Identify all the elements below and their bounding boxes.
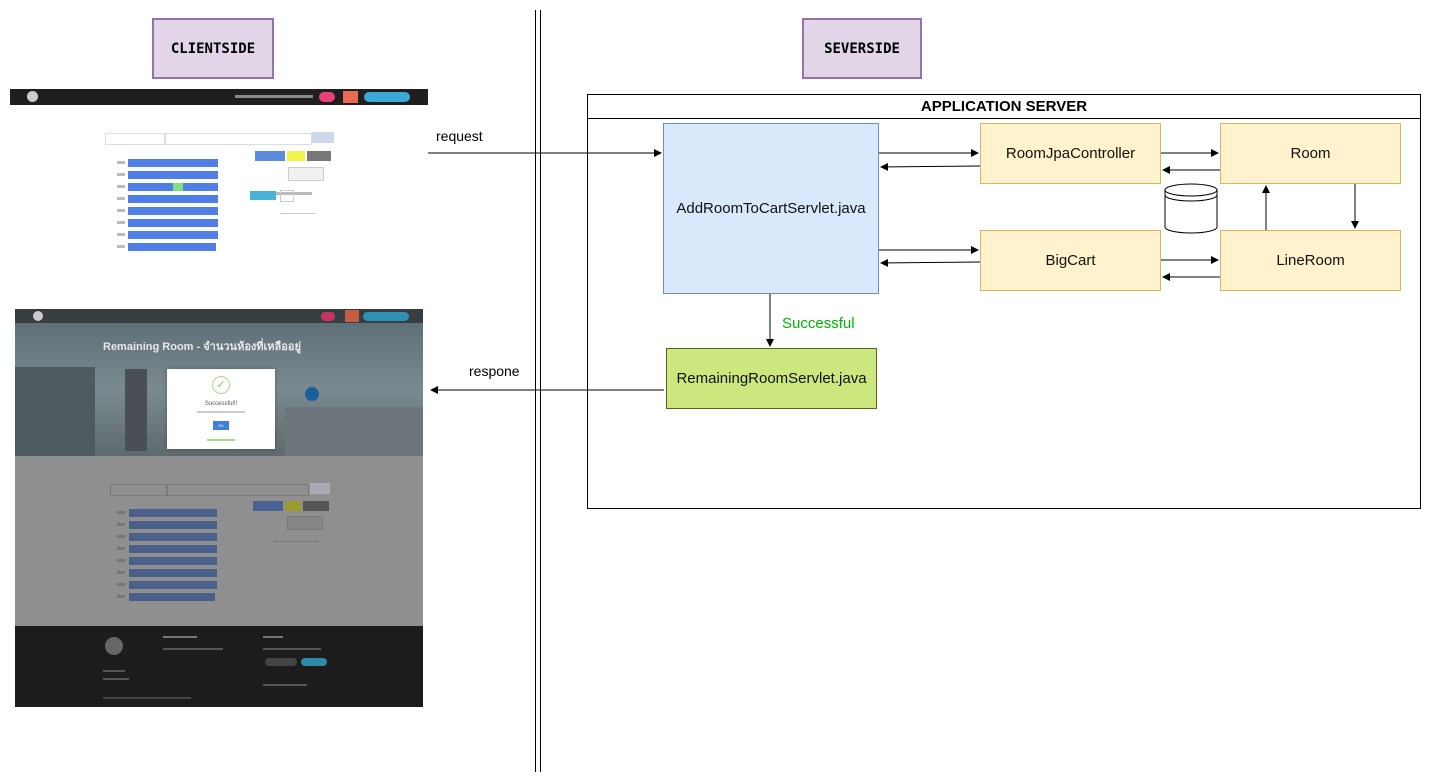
database-icon: [1164, 183, 1218, 234]
serverside-tag: SEVERSIDE: [802, 18, 922, 79]
room-jpa-controller-node: RoomJpaController: [980, 123, 1161, 184]
application-server-container: APPLICATION SERVER: [587, 94, 1421, 509]
client-screenshot-response: Remaining Room - จำนวนห้องที่เหลืออยู่ ✓…: [15, 309, 423, 707]
jpa-to-servlet-arrow: [880, 162, 981, 171]
divider-line-right: [540, 10, 541, 772]
successful-label: Successful: [782, 315, 855, 332]
check-icon: ✓: [212, 376, 230, 394]
add-room-to-cart-servlet-label: AddRoomToCartServlet.java: [676, 200, 866, 217]
screenshot-search-field: [165, 133, 312, 145]
success-dialog: ✓ Successful!! OK: [167, 369, 275, 449]
divider-line-left: [535, 10, 536, 772]
response-label: respone: [469, 363, 520, 379]
screenshot-navbar: [10, 89, 428, 105]
dialog-ok-button: OK: [213, 421, 229, 430]
lineroom-node: LineRoom: [1220, 230, 1401, 291]
client-screenshot-request: [10, 89, 428, 261]
application-server-title: APPLICATION SERVER: [588, 95, 1420, 119]
bigcart-node: BigCart: [980, 230, 1161, 291]
hero-title: Remaining Room - จำนวนห้องที่เหลืออยู่: [103, 341, 301, 353]
clientside-tag: CLIENTSIDE: [152, 18, 274, 79]
add-room-to-cart-servlet-node: AddRoomToCartServlet.java: [663, 123, 879, 294]
room-node: Room: [1220, 123, 1401, 184]
serverside-label: SEVERSIDE: [824, 40, 900, 57]
screenshot-room-grid-dim: [117, 509, 217, 601]
remaining-room-servlet-label: RemainingRoomServlet.java: [676, 370, 867, 387]
bigcart-to-servlet-arrow: [880, 258, 981, 267]
remaining-room-servlet-node: RemainingRoomServlet.java: [666, 348, 877, 409]
bigcart-label: BigCart: [1045, 252, 1096, 269]
screenshot-search-button: [312, 132, 334, 143]
screenshot-filter-select: [105, 133, 165, 145]
screenshot-room-grid: [117, 159, 218, 251]
room-jpa-controller-label: RoomJpaController: [1005, 145, 1136, 162]
lineroom-label: LineRoom: [1276, 252, 1345, 269]
request-label: request: [436, 128, 483, 144]
screenshot-footer: [15, 626, 423, 707]
clientside-label: CLIENTSIDE: [170, 40, 256, 57]
dialog-title: Successful!!: [204, 401, 238, 407]
room-label: Room: [1290, 145, 1331, 162]
